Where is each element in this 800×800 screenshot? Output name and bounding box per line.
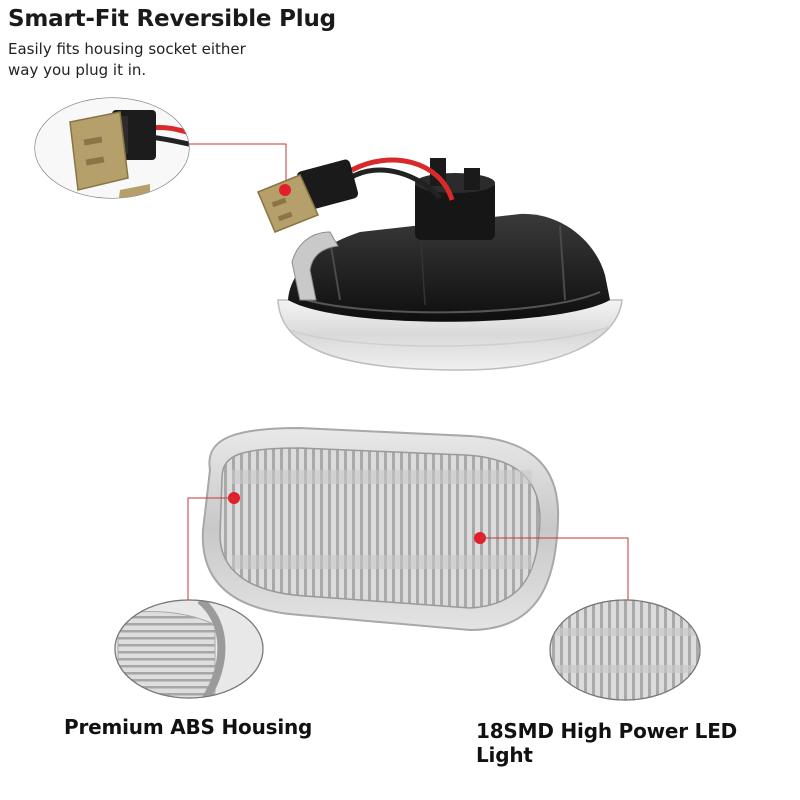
headline: Smart-Fit Reversible Plug — [8, 6, 336, 32]
subheading-line-1: Easily fits housing socket either — [8, 40, 246, 58]
subheading-line-2: way you plug it in. — [8, 61, 147, 79]
side-marker-front-view — [201, 426, 560, 632]
connector-callout-line — [189, 143, 287, 190]
led-feature-label: 18SMD High Power LED Light — [476, 719, 738, 767]
led-callout-line — [480, 537, 629, 600]
housing-callout-line — [187, 497, 234, 600]
led-zoom-callout — [549, 599, 701, 701]
housing-feature-label: Premium ABS Housing — [64, 715, 313, 739]
accent-dot — [279, 184, 291, 196]
side-marker-rear-view — [257, 157, 623, 371]
housing-zoom-callout — [114, 599, 264, 699]
connector-zoom-callout — [34, 97, 190, 199]
